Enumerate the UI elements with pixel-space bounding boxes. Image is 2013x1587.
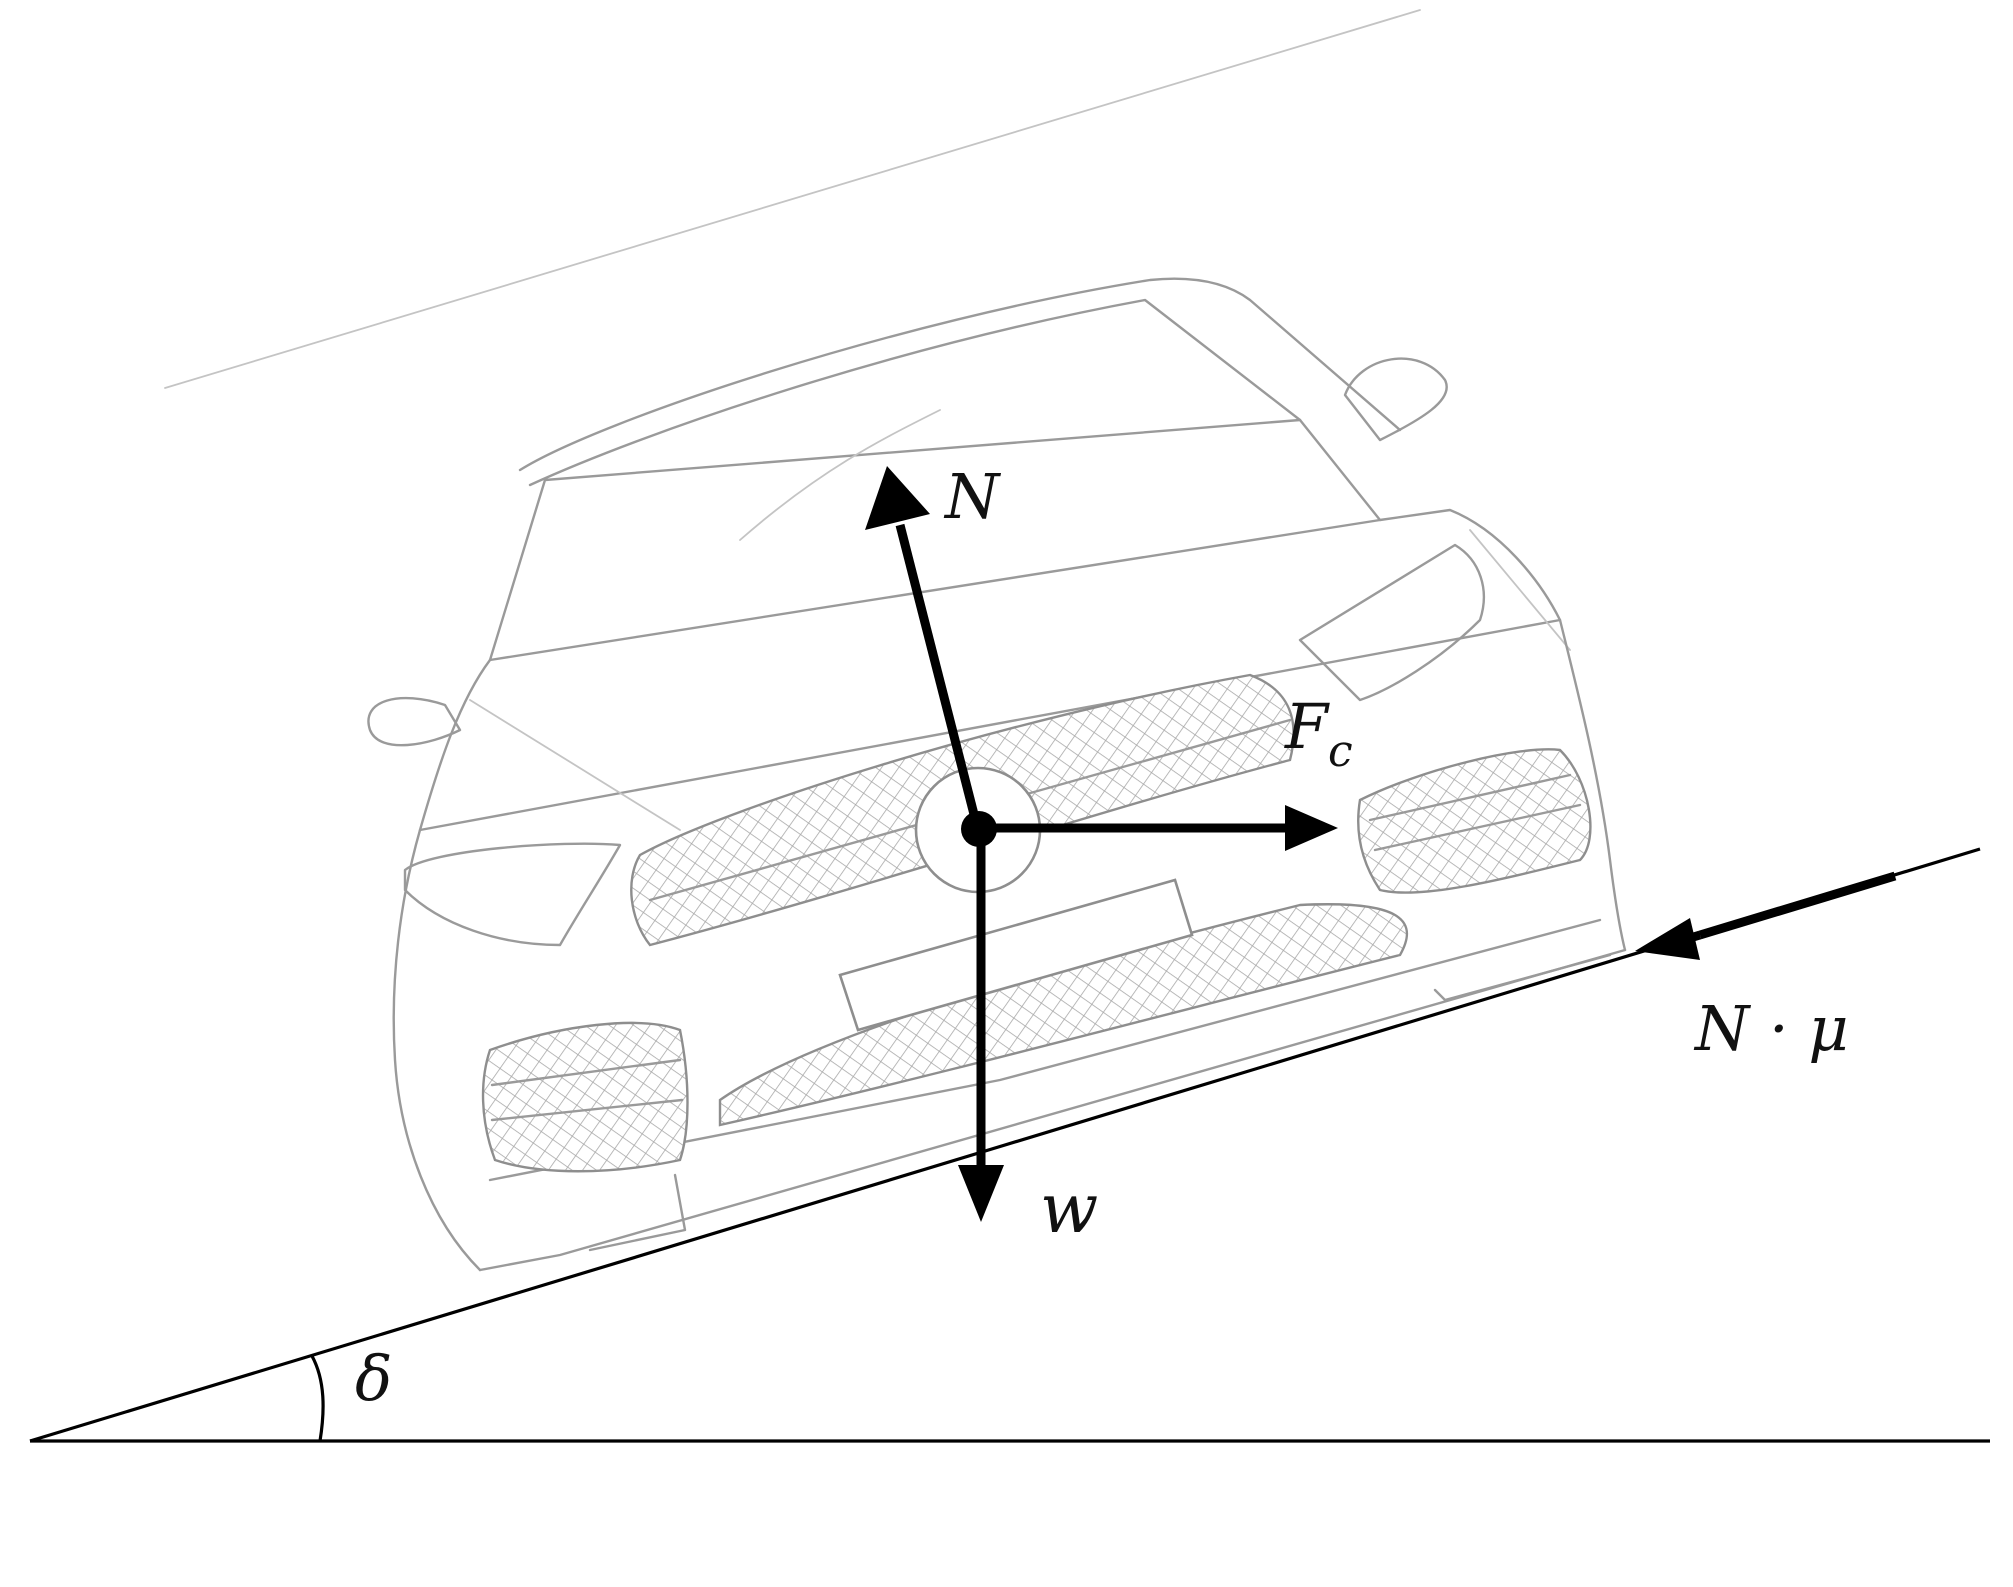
intake-left (481, 1021, 689, 1173)
angle-arc (310, 1355, 325, 1442)
label-angle: δ (355, 1342, 392, 1415)
label-friction: N · μ (1693, 992, 1849, 1065)
label-centripetal-subscript: c (1328, 726, 1353, 777)
intake-left-slat-2 (490, 1098, 684, 1122)
force-arrows (865, 466, 1702, 1222)
headlight-right (1298, 543, 1485, 702)
license-plate (838, 878, 1194, 1032)
weight-arrowhead (958, 1165, 1004, 1222)
hood-line-right (1469, 529, 1571, 651)
normal-force-arrow (895, 523, 983, 832)
friction-arrowhead (1635, 918, 1700, 960)
label-normal-force: N (943, 460, 1002, 533)
label-centripetal-main: F (1284, 690, 1330, 763)
center-of-mass-point (961, 811, 997, 847)
intake-right (1357, 748, 1592, 894)
intake-right-slat-2 (1373, 803, 1582, 852)
lower-bumper (478, 948, 1627, 1272)
windshield-reflection (739, 409, 941, 541)
car-windshield (488, 418, 1382, 662)
headlight-left (403, 842, 622, 947)
car-hood (418, 508, 1562, 832)
tire-right (1433, 953, 1612, 1002)
label-centripetal-force: Fc (1284, 690, 1353, 777)
hood-line-left (469, 699, 681, 831)
intake-right-slat-1 (1368, 773, 1572, 822)
tire-left (588, 1173, 687, 1252)
body-right-side (1558, 618, 1627, 952)
intake-left-slat-1 (490, 1058, 682, 1087)
car-roof-inner (528, 298, 1302, 487)
centripetal-force-arrowhead (1285, 805, 1338, 851)
car-sketch (367, 277, 1627, 1272)
incline-thick-segment (1698, 871, 1897, 940)
body-left-side (392, 828, 482, 1272)
car-roof (518, 277, 1402, 472)
mirror-left (367, 697, 462, 747)
normal-force-arrowhead (865, 466, 930, 530)
label-weight: w (1040, 1170, 1098, 1249)
background-slope-line (164, 9, 1421, 389)
mirror-right (1343, 357, 1448, 442)
